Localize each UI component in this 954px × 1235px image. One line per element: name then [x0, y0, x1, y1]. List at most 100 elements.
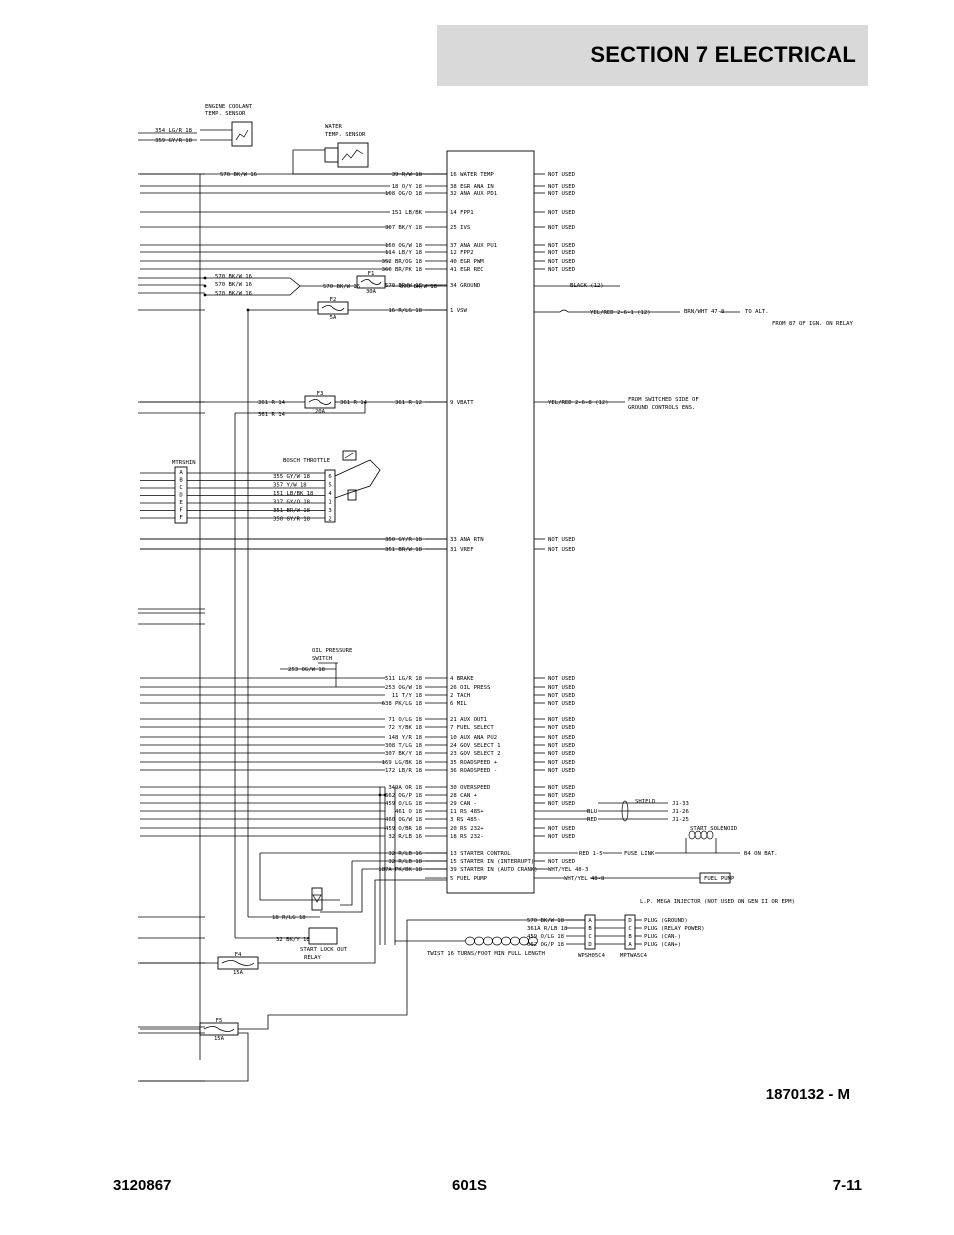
ecm-wire-label: 307 BK/Y 18	[385, 751, 423, 757]
fuel-pump-label: FUEL PUMP	[704, 876, 735, 882]
twisted-pair-icon	[465, 936, 475, 946]
ecm-pin-label: 2 TACH	[450, 693, 470, 699]
ecm-wire-label: 71 O/LG 18	[388, 717, 422, 723]
connector-wire-label: 662 OG/P 18	[527, 942, 565, 948]
ecm-pin-label: 39 STARTER IN (AUTO CRANK)	[450, 867, 538, 873]
throttle-label: BOSCH THROTTLE	[283, 458, 331, 464]
not-used-label: NOT USED	[548, 259, 576, 265]
connector-pin-letter: C	[588, 934, 591, 940]
wire-label: 361 R 14	[258, 412, 286, 418]
ecm-wire-label: 461 O 18	[395, 809, 423, 815]
wire-segment	[320, 869, 363, 913]
twist-note: TWIST 16 TURNS/FOOT MIN FULL LENGTH	[427, 951, 545, 957]
connector-pin-letter: D	[628, 918, 632, 924]
fuel-pump-box	[699, 872, 731, 884]
ecm-pin-label: 9 VBATT	[450, 400, 474, 406]
throttle-pin-number: 4	[328, 491, 332, 497]
start-solenoid-coil-icon	[694, 830, 702, 840]
not-used-label: NOT USED	[548, 250, 576, 256]
ecm-block	[446, 150, 535, 894]
fuse-rating: 30A	[366, 289, 377, 295]
wire-segment	[340, 861, 353, 906]
not-used-label: NOT USED	[548, 725, 576, 731]
not-used-label: NOT USED	[548, 537, 576, 543]
ecm-pin-label: 25 IVS	[450, 225, 470, 231]
coolant-sensor-label-2: TEMP. SENSOR	[205, 111, 246, 117]
ecm-pin-label: 30 OVERSPEED	[450, 785, 491, 791]
not-used-label: NOT USED	[548, 701, 576, 707]
ecm-pin-label: 20 RS 232+	[450, 826, 484, 832]
connector-wire-label: 459 O/LG 18	[527, 934, 565, 940]
wire-label: 359 GY/R 18	[155, 138, 193, 144]
wpsh-connector	[584, 914, 596, 950]
mptwa-connector	[624, 914, 636, 950]
oil-switch-label: OIL PRESSURE	[312, 648, 353, 654]
ecm-pin-label: 29 CAN -	[450, 801, 477, 807]
fuse-icon	[203, 1026, 235, 1032]
junction-dot	[383, 793, 387, 797]
ecm-wire-label: 459 O/BR 18	[385, 826, 423, 832]
ecm-wire-label: 459 O/LG 18	[385, 801, 423, 807]
fuse-link-icon	[559, 309, 569, 313]
ecm-wire-label: 361 R 12	[395, 400, 422, 406]
start-lockout-relay-coil	[311, 887, 323, 911]
ecm-pin-label: 1 VSW	[450, 308, 467, 314]
ecm-pin-label: 34 GROUND	[450, 283, 481, 289]
ecm-pin-label: 31 VREF	[450, 547, 474, 553]
wire-label: 361 R 14	[340, 400, 368, 406]
connector-pin-letter: A	[179, 470, 183, 476]
not-used-label: NOT USED	[548, 172, 576, 178]
wire-segment	[292, 149, 447, 175]
connector-pin-letter: D	[179, 493, 183, 499]
wire-segment	[140, 1032, 249, 1082]
fuse-label: F3	[317, 391, 324, 397]
not-used-label: NOT USED	[548, 693, 576, 699]
ecm-pin-label: 40 EGR PWM	[450, 259, 484, 265]
plug-label: PLUG (GROUND)	[644, 918, 688, 924]
not-used-label: NOT USED	[548, 793, 576, 799]
ecm-pin-label: 37 ANA AUX PU1	[450, 243, 497, 249]
connector-pin-letter: A	[588, 918, 592, 924]
not-used-label: NOT USED	[548, 210, 576, 216]
red-label: RED	[587, 817, 598, 823]
ecm-wire-label: 32 R/LB 16	[388, 851, 422, 857]
throttle-wire-label: 355 GY/W 18	[273, 474, 311, 480]
start-lockout-label: START LOCK OUT	[300, 947, 348, 953]
start-lockout-label-2: RELAY	[304, 955, 321, 961]
wire-label: 570 BK/W 18	[400, 284, 438, 290]
not-used-label: NOT USED	[548, 735, 576, 741]
twisted-pair-icon	[501, 936, 511, 946]
ecm-wire-label: 150 OG/W 18	[385, 243, 423, 249]
ecm-pin-label: 18 RS 232-	[450, 834, 484, 840]
ecm-wire-label: 39 R/W 18	[392, 172, 423, 178]
wire-label: 570 BK/W 16	[215, 274, 252, 280]
from-87-label: FROM 87 OF IGN. ON RELAY	[772, 321, 853, 327]
ecm-pin-label: 11 RS 485+	[450, 809, 484, 815]
connector-pin-letter: B	[179, 478, 183, 484]
twisted-pair-icon	[483, 936, 493, 946]
ecm-pin-label: 12 FPP2	[450, 250, 474, 256]
wire-label: 570 BK/W 16	[215, 291, 252, 297]
ecm-wire-label: 187A PK/BK 18	[378, 867, 422, 873]
ecm-wire-label: 114 LB/Y 18	[385, 250, 423, 256]
twisted-pair-icon	[528, 936, 538, 946]
connector-pin-letter: E	[179, 500, 183, 506]
ecm-wire-label: 308 T/LG 18	[385, 743, 423, 749]
throttle-pin-number: 6	[328, 474, 331, 480]
section-header-band: SECTION 7 ELECTRICAL	[437, 25, 868, 86]
ecm-pin-label: 23 GOV SELECT 2	[450, 751, 501, 757]
not-used-label: NOT USED	[548, 267, 576, 273]
plug-label: PLUG (RELAY POWER)	[644, 926, 705, 932]
water-sensor-plug	[324, 147, 339, 163]
not-used-label: NOT USED	[548, 676, 576, 682]
ecm-pin-label: 24 GOV SELECT 1	[450, 743, 501, 749]
start-solenoid-coil-icon	[700, 830, 708, 840]
relay-wire-label: 18 R/LG 18	[272, 915, 306, 921]
ecm-pin-label: 41 EGR REC	[450, 267, 484, 273]
twisted-pair-icon	[510, 936, 520, 946]
not-used-label: NOT USED	[548, 760, 576, 766]
wire-label: 570 BK/W 16	[215, 282, 252, 288]
not-used-label: NOT USED	[548, 751, 576, 757]
junction-dot	[203, 293, 207, 297]
